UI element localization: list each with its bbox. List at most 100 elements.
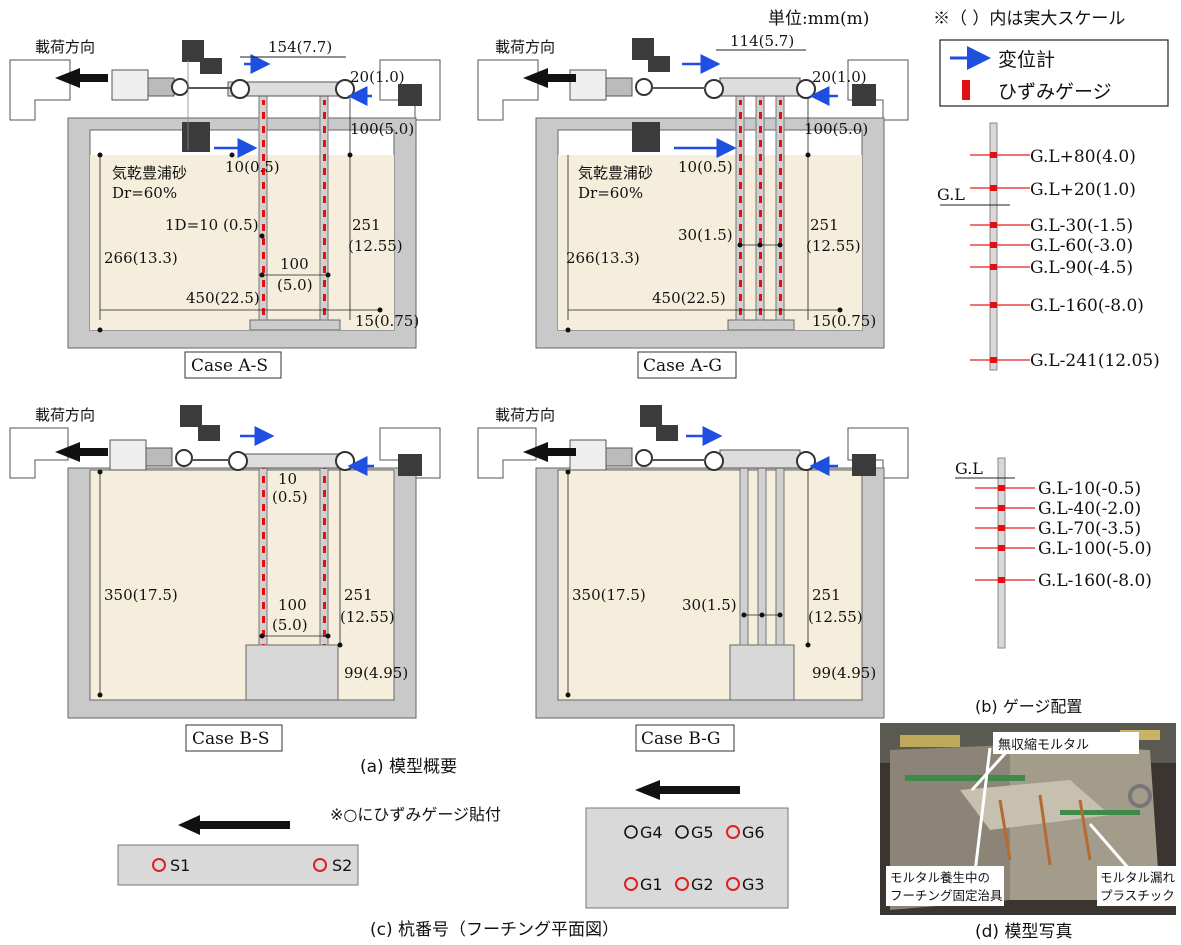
dim-114: 114(5.7) [730,32,794,50]
dim-1255: (12.55) [348,237,403,255]
gl-label-upper: G.L [937,185,965,204]
case-b-s-label-box [185,724,283,752]
pile-plan-s [117,815,359,886]
gauge-upper-3: G.L-60(-3.0) [1030,236,1133,256]
dim-99-bg: 99(4.95) [812,664,876,682]
gauge-upper-6: G.L-241(12.05) [1030,351,1160,371]
dim-1255-bg: (12.55) [808,608,863,626]
dim-251-bs: 251 [344,586,373,604]
load-arrow-icon-g [635,780,740,800]
sensor-icon [182,40,204,62]
photo-label-3a: モルタル漏れ [1100,870,1176,885]
load-arrow-icon [55,68,108,88]
gauge-lower-2: G.L-70(-3.5) [1038,519,1141,539]
unit-text: 単位:mm(m) [768,9,869,29]
pile-gauge-note: ※○にひずみゲージ貼付 [330,805,501,824]
dim-1255-bs: (12.55) [340,608,395,626]
pile-g4: G4 [640,823,663,842]
case-b-g-label: Case B-G [641,729,720,749]
legend: 変位計 ひずみゲージ [939,39,1169,107]
dim-05-bs: (0.5) [272,488,308,506]
case-a-g-label-box [637,351,737,379]
gauge-layout-lower [955,457,1035,649]
load-direction-label: 載荷方向 [35,38,95,56]
scale-note: ※（ ）内は実大スケール [933,9,1125,29]
dim-10-ag: 10(0.5) [678,158,733,176]
load-direction-label-ag: 載荷方向 [495,38,555,56]
legend-strain-gauge: ひずみゲージ [998,81,1112,103]
caption-d: (d) 模型写真 [975,922,1072,942]
photo-label-1: 無収縮モルタル [998,737,1089,753]
dim-100-bs: 100 [278,596,307,614]
pile-plan-g [585,780,789,909]
case-b-s-diagram [9,405,441,719]
caption-c: (c) 杭番号（フーチング平面図） [370,920,619,940]
gauge-upper-0: G.L+80(4.0) [1030,147,1136,167]
dim-100-w: 100 [280,255,309,273]
dim-30-ag: 30(1.5) [678,226,733,244]
pile-g1: G1 [640,875,663,894]
case-b-s-label: Case B-S [192,729,270,749]
case-a-g-diagram [477,38,909,349]
dim-251-ag: 251 [810,216,839,234]
gl-label-lower: G.L [955,459,983,478]
dim-350-bs: 350(17.5) [104,586,178,604]
dim-20: 20(1.0) [350,68,405,86]
photo-label-1-box [993,732,1139,754]
pile-g5: G5 [691,823,714,842]
photo-label-2a: モルタル養生中の [890,870,990,885]
pile-s1: S1 [170,856,190,875]
dim-450: 450(22.5) [186,289,260,307]
photo-label-3b: プラスチック [1100,888,1175,903]
load-arrow-icon-s [178,815,290,835]
pile-g6: G6 [742,823,765,842]
pile-g3: G3 [742,875,765,894]
dim-10-bs: 10 [278,470,297,488]
gauge-lower-3: G.L-100(-5.0) [1038,539,1152,559]
dim-1255-ag: (12.55) [806,237,861,255]
caption-b: (b) ゲージ配置 [975,697,1082,716]
gauge-upper-2: G.L-30(-1.5) [1030,216,1133,236]
case-b-g-diagram [477,405,909,719]
photo-label-2b: フーチング固定治具 [890,888,1003,903]
dim-154: 154(7.7) [268,38,332,56]
gauge-layout-upper [940,122,1030,371]
caption-a: (a) 模型概要 [360,757,457,777]
gauge-upper-5: G.L-160(-8.0) [1030,296,1144,316]
dim-20-ag: 20(1.0) [812,68,867,86]
dim-15: 15(0.75) [355,312,419,330]
photo-label-3-box [1097,866,1177,906]
sand-label-ag: 気乾豊浦砂 [578,164,653,182]
dim-266: 266(13.3) [104,249,178,267]
dim-1d: 1D=10 (0.5) [165,216,259,234]
case-a-s-label: Case A-S [191,356,268,376]
case-a-s-diagram [9,40,441,349]
gauge-lower-4: G.L-160(-8.0) [1038,571,1152,591]
dim-251-bg: 251 [812,586,841,604]
dim-251: 251 [352,216,381,234]
dim-100-ag: 100(5.0) [804,120,868,138]
dim-99-bs: 99(4.95) [344,664,408,682]
dim-450-ag: 450(22.5) [652,289,726,307]
dim-100-top: 100(5.0) [350,120,414,138]
gauge-upper-4: G.L-90(-4.5) [1030,258,1133,278]
dim-266-ag: 266(13.3) [566,249,640,267]
dim-30-bg: 30(1.5) [682,596,737,614]
gauge-upper-1: G.L+20(1.0) [1030,180,1136,200]
dim-15-ag: 15(0.75) [812,312,876,330]
dim-50-bs: (5.0) [272,616,308,634]
case-a-s-label-box [184,351,282,379]
case-a-g-label: Case A-G [643,356,722,376]
gauge-lower-0: G.L-10(-0.5) [1038,479,1141,499]
red-gauge-icon [962,80,970,100]
case-b-g-label-box [635,724,735,752]
dr-label: Dr=60% [112,184,177,202]
load-direction-label-bs: 載荷方向 [35,406,95,424]
dim-50: (5.0) [277,276,313,294]
legend-disp-meter: 変位計 [998,49,1055,71]
pile-s2: S2 [332,856,352,875]
load-direction-label-bg: 載荷方向 [495,406,555,424]
dr-label-ag: Dr=60% [578,184,643,202]
dim-350-bg: 350(17.5) [572,586,646,604]
